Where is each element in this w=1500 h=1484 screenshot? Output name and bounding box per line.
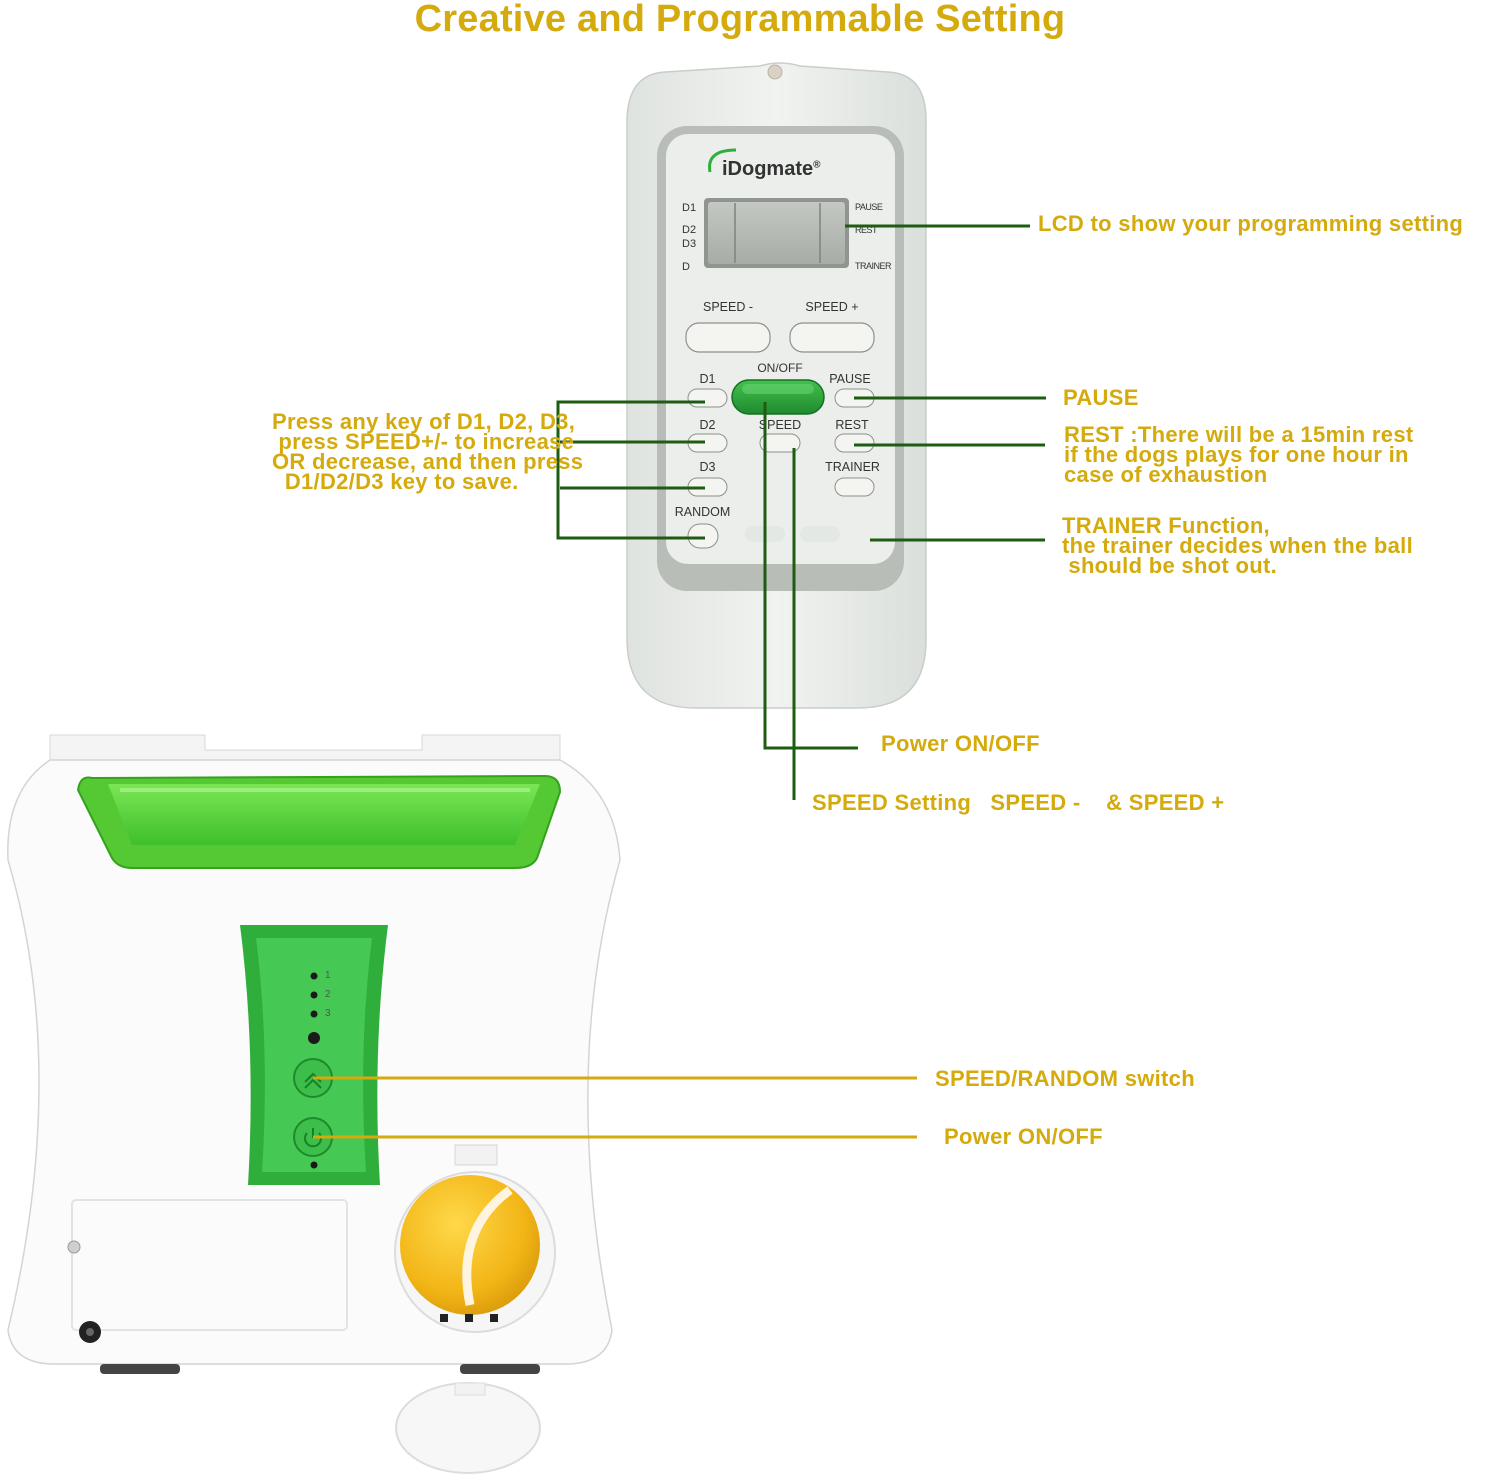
d1-label: D1 — [699, 372, 716, 386]
level-led-3 — [310, 1010, 318, 1018]
speed-random-annotation: SPEED/RANDOM switch — [935, 1066, 1195, 1091]
lcd-label-pause: PAUSE — [855, 202, 883, 212]
level-led-1 — [310, 972, 318, 980]
screw-icon — [67, 1240, 81, 1254]
ir-emitter-icon — [767, 64, 783, 80]
page-title: Creative and Programmable Setting — [414, 0, 1066, 40]
trainer-label: TRAINER — [825, 460, 880, 474]
d2-label: D2 — [699, 418, 716, 432]
rest-label: REST — [835, 418, 869, 432]
brand-logo: iDogmate® — [722, 158, 821, 180]
lcd-label-rest: REST — [855, 225, 878, 235]
lcd-label-trainer: TRAINER — [855, 261, 892, 271]
presets-leader — [556, 400, 705, 540]
random-button — [687, 523, 719, 549]
pause-annotation: PAUSE — [1063, 385, 1139, 410]
on-off-label: ON/OFF — [757, 361, 803, 375]
pause-label: PAUSE — [829, 372, 871, 386]
speed-minus-label: SPEED - — [702, 300, 753, 314]
level-label-2: 2 — [325, 989, 331, 1000]
battery-cover — [71, 1199, 348, 1331]
speed-label: SPEED — [758, 418, 802, 432]
power-led — [310, 1161, 318, 1169]
speed-plus-button — [789, 322, 875, 353]
trainer-button — [834, 477, 875, 497]
lcd-label-d: D — [682, 261, 690, 273]
lcd-label-d3: D3 — [682, 238, 697, 250]
level-led-2 — [310, 991, 318, 999]
level-label-3: 3 — [325, 1008, 331, 1019]
lcd-annotation: LCD to show your programming setting — [1038, 211, 1464, 236]
presets-annotation: Press any key of D1, D2, D3, press SPEED… — [272, 409, 584, 494]
speed-minus-button — [685, 322, 771, 353]
rest-button — [834, 433, 875, 453]
random-label: RANDOM — [674, 505, 731, 519]
speed-button — [759, 433, 801, 453]
rest-annotation: REST :There will be a 15min rest if the … — [1064, 422, 1414, 487]
speed-plus-label: SPEED + — [805, 300, 859, 314]
trainer-annotation: TRAINER Function, the trainer decides wh… — [1062, 513, 1413, 578]
random-led — [308, 1032, 320, 1044]
lcd-label-d2: D2 — [682, 224, 697, 236]
d3-label: D3 — [699, 460, 716, 474]
remote-power-annotation: Power ON/OFF — [881, 731, 1040, 756]
remote-power-leader — [763, 402, 858, 750]
speed-setting-annotation: SPEED Setting SPEED - & SPEED + — [812, 790, 1225, 815]
lcd-label-d1: D1 — [682, 202, 697, 214]
level-label-1: 1 — [325, 970, 331, 981]
launcher-power-annotation: Power ON/OFF — [944, 1124, 1103, 1149]
brand-swoosh-icon — [708, 148, 737, 173]
